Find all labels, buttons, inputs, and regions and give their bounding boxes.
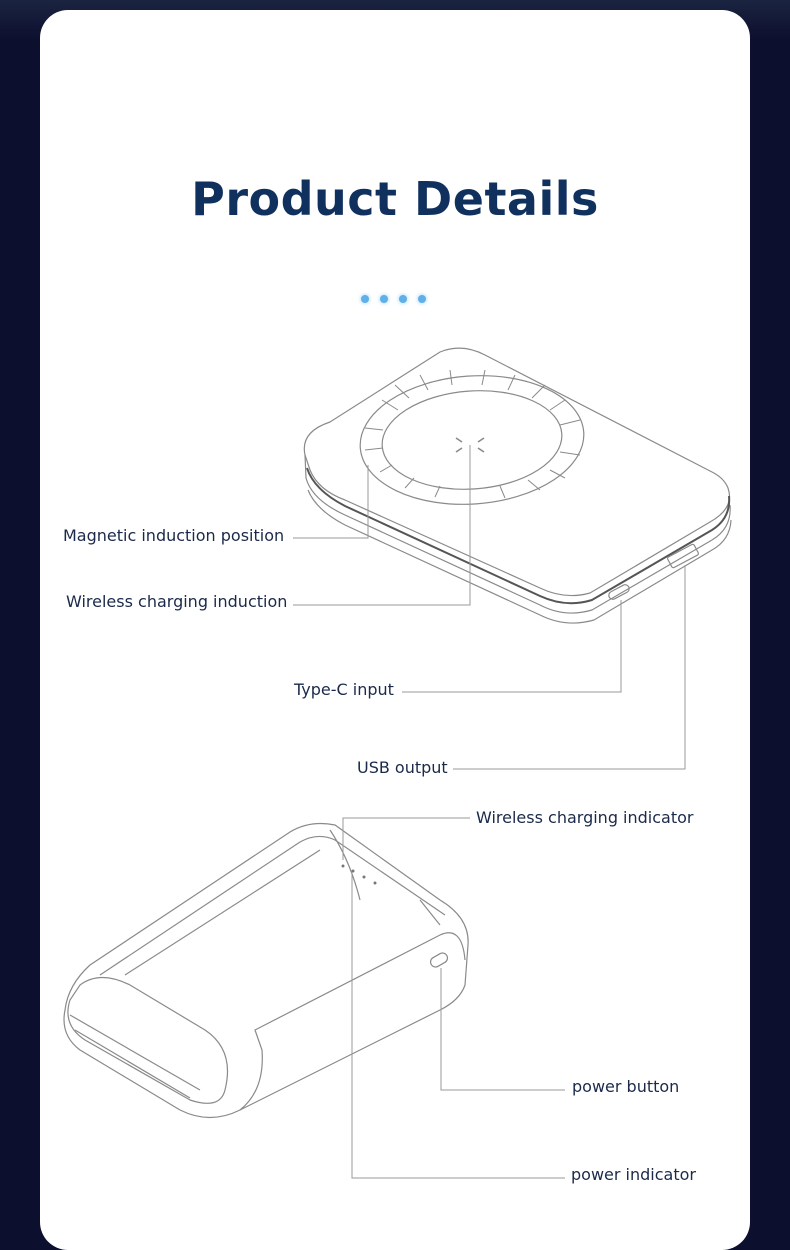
page-title: Product Details (191, 172, 599, 226)
label-power-indicator: power indicator (571, 1165, 696, 1184)
label-usb-output: USB output (357, 758, 448, 777)
label-wireless-charging-induction: Wireless charging induction (66, 592, 288, 611)
label-type-c-input: Type-C input (294, 680, 394, 699)
dot-icon (380, 295, 388, 303)
dot-icon (399, 295, 407, 303)
label-power-button: power button (572, 1077, 680, 1096)
leader-lines (293, 445, 686, 1179)
details-card (40, 10, 750, 1250)
dot-icon (418, 295, 426, 303)
product-illustration (63, 347, 732, 1179)
label-wireless-charging-indicator: Wireless charging indicator (476, 808, 694, 827)
dot-icon (361, 295, 369, 303)
power-bank-top-view (303, 347, 732, 624)
power-bank-side-view (63, 822, 469, 1119)
decorative-dots (361, 295, 426, 303)
label-magnetic-induction-position: Magnetic induction position (63, 526, 285, 545)
